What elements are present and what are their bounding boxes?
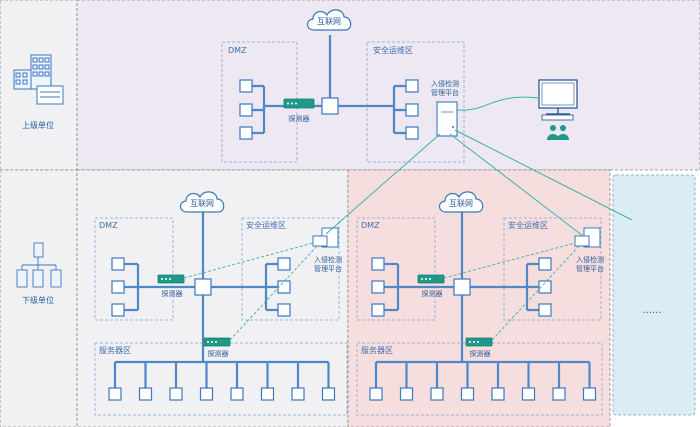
branch-1-security-ops-zone xyxy=(241,217,340,321)
branch-1-dmz-node xyxy=(111,303,125,317)
branch-2-probe-dmz-link xyxy=(443,242,576,279)
branch-1-platform-label-line2: 管理平台 xyxy=(314,264,342,273)
branch-1-dmz-node xyxy=(111,280,125,294)
branch-2-probe-dmz xyxy=(417,274,445,284)
branch-1-server-node xyxy=(230,387,244,401)
branch-2-internet-label: 互联网 xyxy=(449,199,473,208)
branch-2-probe-dmz-label: 探测器 xyxy=(422,289,443,298)
lower-unit-label: 下级单位 xyxy=(22,295,54,305)
branch-2-core-switch xyxy=(453,278,471,296)
upper-dmz-nodes xyxy=(239,79,253,140)
branch-2-security-node xyxy=(538,257,552,271)
branch-2-security-node xyxy=(538,280,552,294)
upper-platform-label-line1: 入侵检测 xyxy=(431,79,459,88)
upper-unit-label: 上级单位 xyxy=(22,120,54,130)
upper-probe-label: 探测器 xyxy=(289,114,310,123)
branch-1-probe-dmz xyxy=(157,274,185,284)
upper-ids-server xyxy=(436,101,458,137)
branch-1-dmz-label: DMZ xyxy=(99,221,118,230)
branch-1-server-node xyxy=(260,387,275,401)
branch-1-server-node xyxy=(321,387,336,401)
upper-platform-label-line2: 管理平台 xyxy=(431,88,459,97)
branch-1-platform-monitor xyxy=(312,235,328,247)
branch-1-server-node xyxy=(169,387,183,401)
upper-dmz-label: DMZ xyxy=(228,46,247,55)
branch-1-security-node xyxy=(277,257,291,271)
branch-2-platform-monitor xyxy=(574,235,590,247)
branch-2-server-zone-label: 服务器区 xyxy=(361,345,393,355)
upper-security-ops-label: 安全运维区 xyxy=(373,45,413,55)
branch-2-security-ops-zone xyxy=(503,217,602,321)
link-server-to-branch2 xyxy=(449,133,584,237)
branch-1-region xyxy=(76,169,349,427)
branch-1-links xyxy=(113,212,330,388)
branch-2-server-node xyxy=(521,387,536,401)
upper-management-workstation xyxy=(538,79,578,140)
branch-1-server-node xyxy=(138,387,153,401)
branch-2-platform-label-line2: 管理平台 xyxy=(576,264,604,273)
branch-1-security-node xyxy=(277,280,291,294)
branch-1-probe-server xyxy=(203,337,231,347)
branch-2-dmz-node xyxy=(371,303,385,317)
branch-1-internet-label: 互联网 xyxy=(190,199,214,208)
branch-2-platform-label-line1: 入侵检测 xyxy=(576,255,604,264)
branch-2-security-ops-label: 安全运维区 xyxy=(508,220,548,230)
left-column-lower-bg xyxy=(0,169,78,427)
branch-2-dmz-node xyxy=(371,280,385,294)
upper-probe xyxy=(283,98,315,109)
more-branches-region xyxy=(612,174,696,416)
branch-1-server-node xyxy=(199,387,214,401)
branch-1-server-node xyxy=(108,387,122,401)
branch-1-core-switch xyxy=(194,278,212,296)
branch-2-server-node xyxy=(552,387,566,401)
branch-2-dmz-node xyxy=(371,257,385,271)
upper-security-nodes xyxy=(405,79,419,140)
upper-security-ops-zone xyxy=(366,41,465,163)
branch-1-security-node xyxy=(277,303,291,317)
branch-1-probe-server-link xyxy=(229,245,318,341)
branch-1-dmz-node xyxy=(111,257,125,271)
lower-unit-org-icon xyxy=(16,242,62,288)
branch-2-server-node xyxy=(430,387,444,401)
branch-2-region xyxy=(347,169,611,427)
branch-2-server-node xyxy=(460,387,475,401)
upper-unit-region xyxy=(76,0,700,171)
branch-2-probe-server xyxy=(465,337,493,347)
branch-1-server-node xyxy=(291,387,305,401)
branch-1-probe-dmz-label: 探测器 xyxy=(162,289,183,298)
branch-2-server-node xyxy=(399,387,414,401)
link-server-to-more xyxy=(454,129,633,221)
branch-1-internet-cloud xyxy=(179,191,225,213)
branch-1-probe-server-label: 探测器 xyxy=(208,349,229,358)
upper-core-switch xyxy=(321,97,339,115)
branch-1-security-ops-label: 安全运维区 xyxy=(246,220,286,230)
link-server-to-workstation xyxy=(456,96,541,111)
branch-2-dmz-label: DMZ xyxy=(361,221,380,230)
upper-internet-label: 互联网 xyxy=(317,17,341,26)
branch-1-probe-dmz-link xyxy=(183,242,314,279)
upper-internet-cloud: 互联网 xyxy=(306,9,352,31)
branch-2-probe-server-link xyxy=(491,245,580,341)
cross-links xyxy=(325,96,633,237)
branch-2-server-node xyxy=(582,387,597,401)
more-branches-label: ...... xyxy=(642,305,661,316)
branch-2-probe-server-label: 探测器 xyxy=(470,349,491,358)
branch-2-internet-cloud xyxy=(438,191,484,213)
branch-2-server-node xyxy=(491,387,505,401)
link-server-to-branch1 xyxy=(325,133,441,235)
branch-2-server-node xyxy=(369,387,383,401)
branch-1-platform-label-line1: 入侵检测 xyxy=(314,255,342,264)
branch-2-security-node xyxy=(538,303,552,317)
branch-1-server-zone-label: 服务器区 xyxy=(99,345,131,355)
upper-unit-building-icon xyxy=(13,54,64,105)
